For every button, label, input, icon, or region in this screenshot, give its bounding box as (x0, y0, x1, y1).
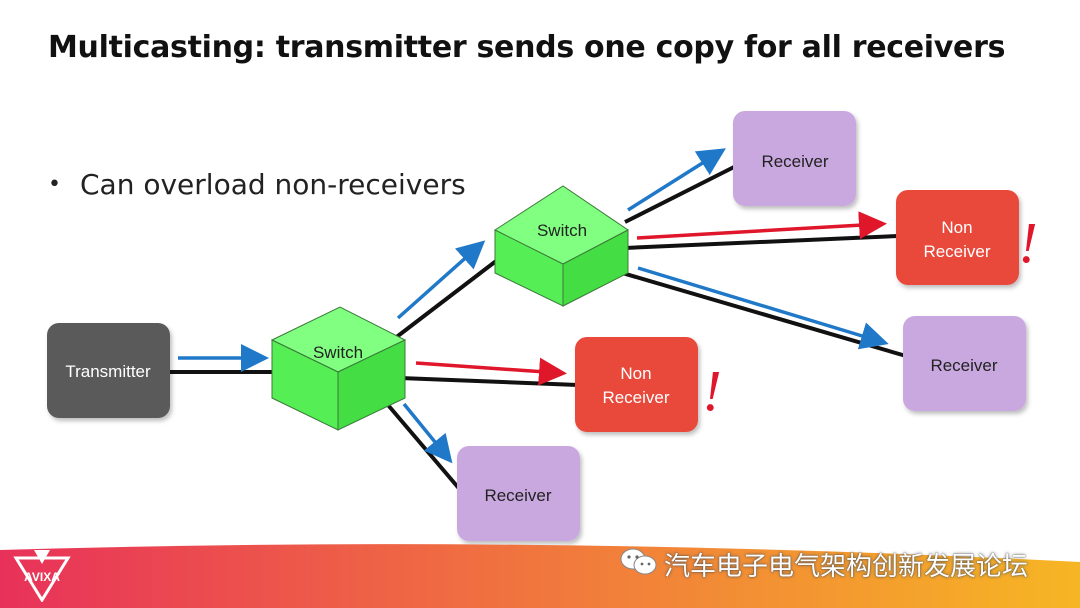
arrow-switch1-to-switch2 (396, 240, 486, 320)
transmitter-node: Transmitter (47, 323, 170, 418)
switch-1-node: Switch (270, 306, 407, 431)
switch-2-node: Switch (493, 185, 629, 307)
receiver-bottom-label: Receiver (484, 486, 551, 505)
receiver-right-node: Receiver (903, 316, 1026, 411)
footer-band (0, 544, 1080, 608)
receiver-bottom-node: Receiver (457, 446, 580, 541)
link-switch2-receiver-right (611, 268, 907, 358)
link-switch2-nonreceiver2 (624, 234, 899, 250)
avixa-logo: AVIXA (13, 550, 71, 602)
switch-2-label: Switch (537, 221, 587, 240)
link-switch1-receiver-bottom (386, 403, 464, 494)
bullet-point: • Can overload non-receivers (48, 168, 466, 201)
arrow-to-nonreceiver2 (636, 211, 887, 240)
non-receiver-1-line2: Receiver (602, 388, 669, 407)
transmitter-label: Transmitter (65, 362, 151, 381)
receiver-right-label: Receiver (930, 356, 997, 375)
non-receiver-2-line1: Non (941, 218, 972, 237)
non-receiver-2-line2: Receiver (923, 242, 990, 261)
receiver-top-node: Receiver (733, 111, 856, 206)
non-receiver-1-line1: Non (620, 364, 651, 383)
slide-title: Multicasting: transmitter sends one copy… (48, 30, 1006, 65)
link-switch2-receiver-top (624, 163, 739, 224)
multicast-arrows (178, 148, 889, 464)
link-switch1-switch2 (388, 256, 502, 344)
alert-icon: ! (702, 358, 721, 423)
bullet-text: Can overload non-receivers (80, 168, 466, 201)
arrow-to-receiver-top (627, 148, 726, 212)
link-switch1-nonreceiver1 (399, 376, 579, 387)
wechat-icon (620, 548, 657, 575)
non-receiver-2-node: Non Receiver (896, 190, 1019, 285)
arrow-to-nonreceiver1 (415, 357, 567, 386)
switch-1-label: Switch (313, 343, 363, 362)
svg-text:AVIXA: AVIXA (24, 570, 60, 584)
arrow-to-receiver-right (637, 266, 889, 350)
watermark-text: 汽车电子电气架构创新发展论坛 (664, 552, 1029, 582)
arrow-to-receiver-bottom (402, 402, 453, 464)
receiver-top-label: Receiver (761, 152, 828, 171)
non-receiver-1-node: Non Receiver (575, 337, 698, 432)
alert-icon: ! (1018, 210, 1037, 275)
bullet-dot: • (48, 172, 61, 197)
overload-arrows (415, 211, 887, 386)
